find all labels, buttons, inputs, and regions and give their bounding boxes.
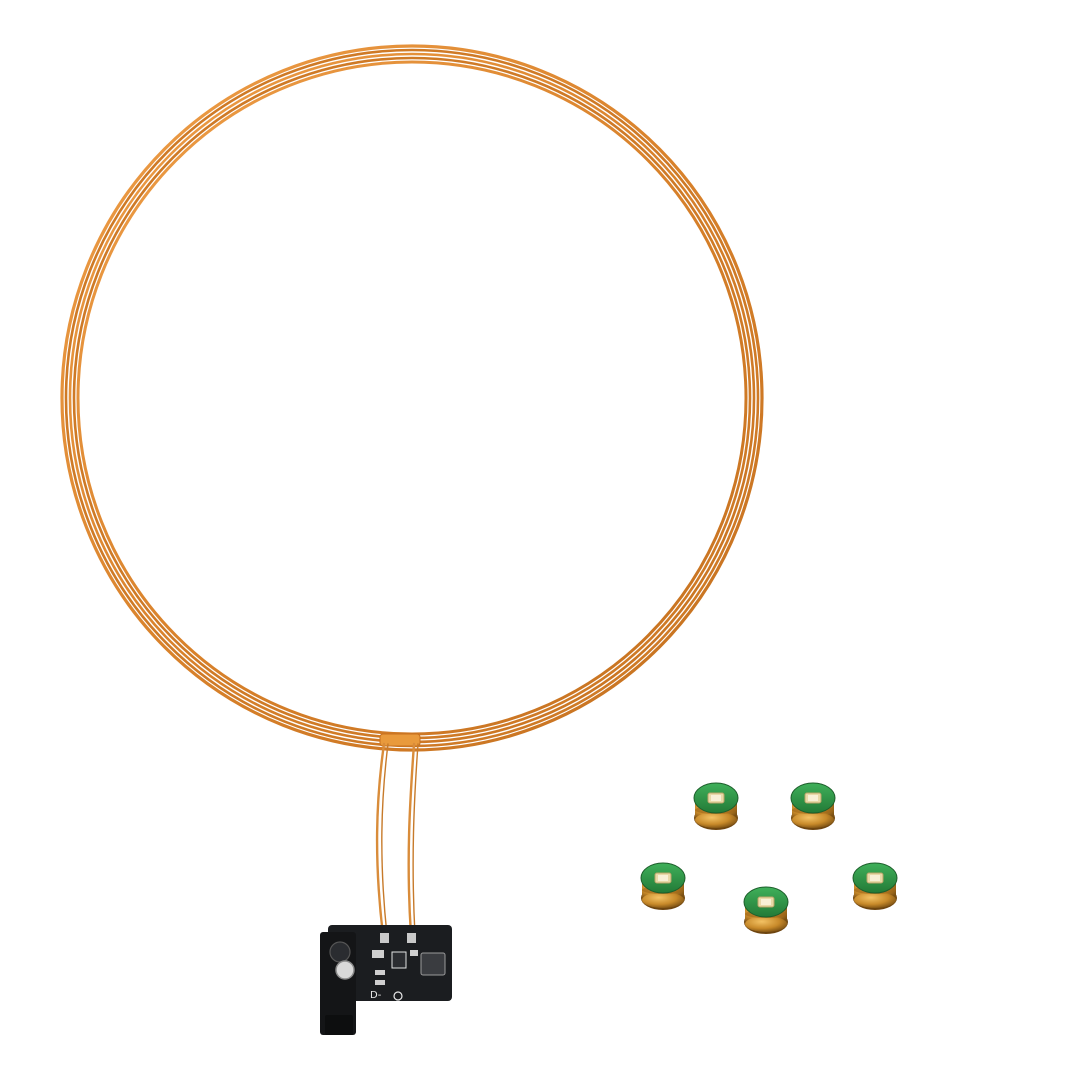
coil-lead-wires (375, 742, 419, 937)
inductor-block (420, 952, 446, 976)
coil-tape-joint (379, 733, 421, 747)
coil-turn (76, 60, 748, 736)
dc-jack-face (325, 1015, 353, 1035)
silkscreen-d-minus: D- (370, 990, 382, 1001)
capacitor (335, 960, 355, 980)
smd-chip (391, 951, 407, 969)
dc-jack-hole (329, 941, 351, 963)
solder-pad-right (407, 933, 416, 943)
driver-pcb (328, 925, 452, 1001)
solder-pad-left (380, 933, 389, 943)
driver-board: D- (320, 925, 452, 1035)
receiver-led (693, 782, 739, 830)
receiver-leds (640, 782, 898, 934)
smd-resistor (375, 980, 385, 985)
lead-wire-left-2 (381, 743, 389, 936)
lead-wire-left (375, 742, 386, 937)
lead-wire-right-2 (412, 743, 419, 936)
smd-chip (372, 950, 384, 958)
transmitter-coil (60, 44, 764, 752)
silkscreen-hole-mark (393, 991, 403, 1001)
receiver-led (743, 886, 789, 934)
smd-resistor (375, 970, 385, 975)
smd-chip (410, 950, 418, 956)
receiver-led (852, 862, 898, 910)
coil-turn (60, 44, 764, 752)
receiver-led (640, 862, 686, 910)
receiver-led (790, 782, 836, 830)
lead-wire-right (407, 742, 416, 937)
